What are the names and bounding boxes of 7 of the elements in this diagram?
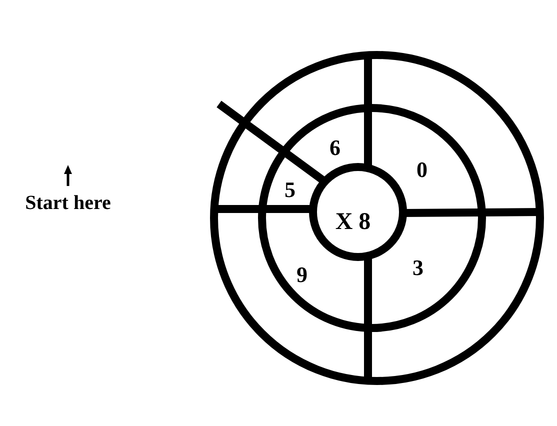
number-label: 9 bbox=[296, 264, 308, 286]
number-label: 3 bbox=[412, 257, 424, 279]
start-label: Start here bbox=[25, 193, 111, 213]
number-label: 0 bbox=[416, 159, 428, 181]
number-label: 6 bbox=[330, 137, 340, 159]
number-label: 5 bbox=[284, 179, 296, 201]
number-label: X 8 bbox=[335, 210, 371, 234]
